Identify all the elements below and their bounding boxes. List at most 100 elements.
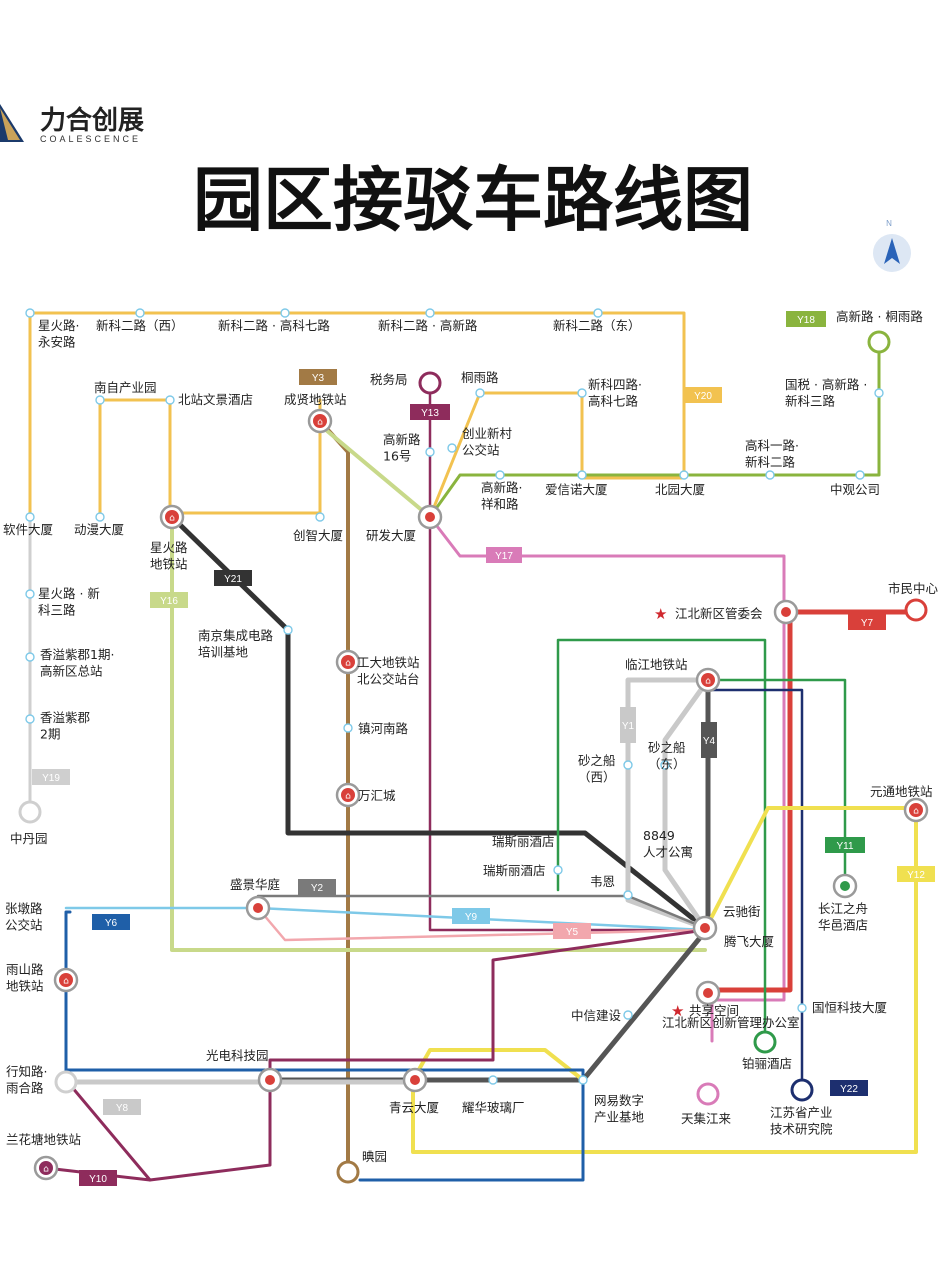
line-y22 — [706, 688, 804, 1092]
station-yushan: 雨山路地铁站 — [6, 962, 44, 993]
station-xinghuo-metro: 星火路地铁站 — [150, 540, 188, 571]
station-xinke2-west: 新科二路（西） — [96, 318, 184, 333]
station-marker — [135, 308, 145, 318]
logo-mark — [0, 104, 24, 142]
station-marker — [855, 470, 865, 480]
station-marker — [418, 371, 442, 395]
station-marker — [425, 447, 435, 457]
station-dongman: 动漫大厦 — [74, 522, 124, 537]
metro-station-icon: ⌂ — [903, 797, 929, 823]
station-marker — [623, 760, 633, 770]
station-marker — [25, 512, 35, 522]
route-tag-label: Y19 — [42, 773, 60, 784]
metro-station-icon: ⌂ — [53, 967, 79, 993]
station-bolu: 铂骊酒店 — [742, 1056, 792, 1071]
station-zhangdun: 张墩路公交站 — [5, 901, 43, 932]
station-marker — [495, 470, 505, 480]
station-markers: ⌂⌂⌂⌂⌂⌂⌂⌂ — [18, 308, 929, 1184]
route-tag-y11: Y11 — [825, 837, 865, 853]
line-y13 — [428, 384, 707, 932]
metro-station-icon: ⌂ — [695, 667, 721, 693]
line-y21 — [169, 514, 708, 931]
station-marker — [553, 865, 563, 875]
brand-name: 力合创展 — [40, 105, 144, 136]
station-zhongguan: 中观公司 — [830, 482, 880, 497]
station-marker — [165, 395, 175, 405]
station-yuanyuan: 晪园 — [362, 1149, 387, 1164]
station-chuangye: 创业新村公交站 — [462, 426, 513, 457]
logo-mark-accent — [0, 108, 20, 140]
station-yanfa: 研发大厦 — [366, 528, 416, 543]
station-marker — [25, 652, 35, 662]
station-marker — [425, 308, 435, 318]
route-tag-y7: Y7 — [848, 614, 886, 630]
compass: N — [873, 219, 911, 272]
station-marker — [797, 1003, 807, 1013]
star-icon-gongxiang: ★ — [671, 1002, 684, 1020]
station-gaoke1-xinke2: 高科一路·新科二路 — [745, 438, 799, 469]
station-marker — [257, 1067, 283, 1093]
station-shengjing: 盛景华庭 — [230, 877, 281, 892]
station-xingzhi: 行知路·雨合路 — [6, 1064, 47, 1095]
station-jiangsu-inst: 江苏省产业技术研究院 — [770, 1105, 833, 1136]
route-tag-label: Y22 — [840, 1084, 858, 1095]
station-shazhichuan-w: 砂之船（西） — [578, 753, 616, 784]
route-tag-box — [452, 908, 490, 924]
station-marker — [660, 760, 670, 770]
svg-text:⌂: ⌂ — [63, 977, 69, 987]
station-marker — [623, 890, 633, 900]
station-yaohua: 耀华玻璃厂 — [462, 1100, 525, 1115]
station-zhongxin: 中信建设 — [571, 1008, 622, 1023]
route-tag-box — [684, 387, 722, 403]
svg-text:⌂: ⌂ — [43, 1165, 49, 1175]
route-tag-box — [848, 614, 886, 630]
station-gaoxin-xianghe: 高新路·祥和路 — [481, 480, 522, 511]
route-tag-label: Y11 — [836, 841, 853, 852]
route-tag-box — [553, 923, 591, 939]
brand-subtitle: COALESCENCE — [40, 134, 141, 144]
route-tag-y6: Y6 — [92, 914, 130, 930]
route-tag-y12: Y12 — [897, 866, 935, 882]
station-beizhan-hotel: 北站文景酒店 — [178, 392, 253, 407]
metro-station-icon: ⌂ — [335, 649, 361, 675]
station-marker — [753, 1030, 777, 1054]
station-ruanjian: 软件大厦 — [3, 522, 53, 537]
station-marker — [874, 388, 884, 398]
route-tag-box — [92, 914, 130, 930]
station-marker — [623, 1010, 633, 1020]
svg-text:⌂: ⌂ — [913, 807, 919, 817]
station-hengheng: 国恒科技大厦 — [812, 1000, 887, 1015]
station-marker — [695, 980, 721, 1006]
station-xinke2-gaoxin: 新科二路 · 高新路 — [378, 318, 478, 333]
station-marker — [577, 470, 587, 480]
station-marker — [790, 1078, 814, 1102]
station-marker — [283, 625, 293, 635]
station-marker — [25, 589, 35, 599]
route-tag-y13: Y13 — [410, 404, 450, 420]
station-ruisi-faint: 瑞斯丽酒店 — [492, 834, 555, 849]
station-marker — [904, 598, 928, 622]
route-tag-label: Y6 — [105, 918, 118, 929]
route-tag-label: Y21 — [224, 574, 242, 585]
station-marker — [280, 308, 290, 318]
station-zhenhe: 镇河南路 — [358, 721, 409, 736]
route-tag-box — [701, 722, 717, 758]
station-marker — [577, 388, 587, 398]
route-tag-box — [103, 1099, 141, 1115]
station-tianji: 天集江来 — [681, 1111, 732, 1126]
route-tag-y19: Y19 — [32, 769, 70, 785]
line-y11 — [556, 638, 847, 1042]
route-tag-box — [620, 707, 636, 743]
route-tag-box — [897, 866, 935, 882]
station-labels: 星火路·永安路 新科二路（西） 新科二路 · 高科七路 新科二路 · 高新路 新… — [3, 309, 939, 1164]
station-yunchi-faint: 腾飞大厦 — [724, 934, 774, 949]
route-tag-label: Y12 — [907, 870, 925, 881]
svg-text:⌂: ⌂ — [317, 418, 323, 428]
station-marker — [95, 512, 105, 522]
station-xinghuo-yongan: 星火路·永安路 — [38, 318, 79, 349]
route-tag-box — [79, 1170, 117, 1186]
line-y10 — [44, 928, 707, 1182]
station-yunchi: 云驰街 — [723, 904, 761, 919]
